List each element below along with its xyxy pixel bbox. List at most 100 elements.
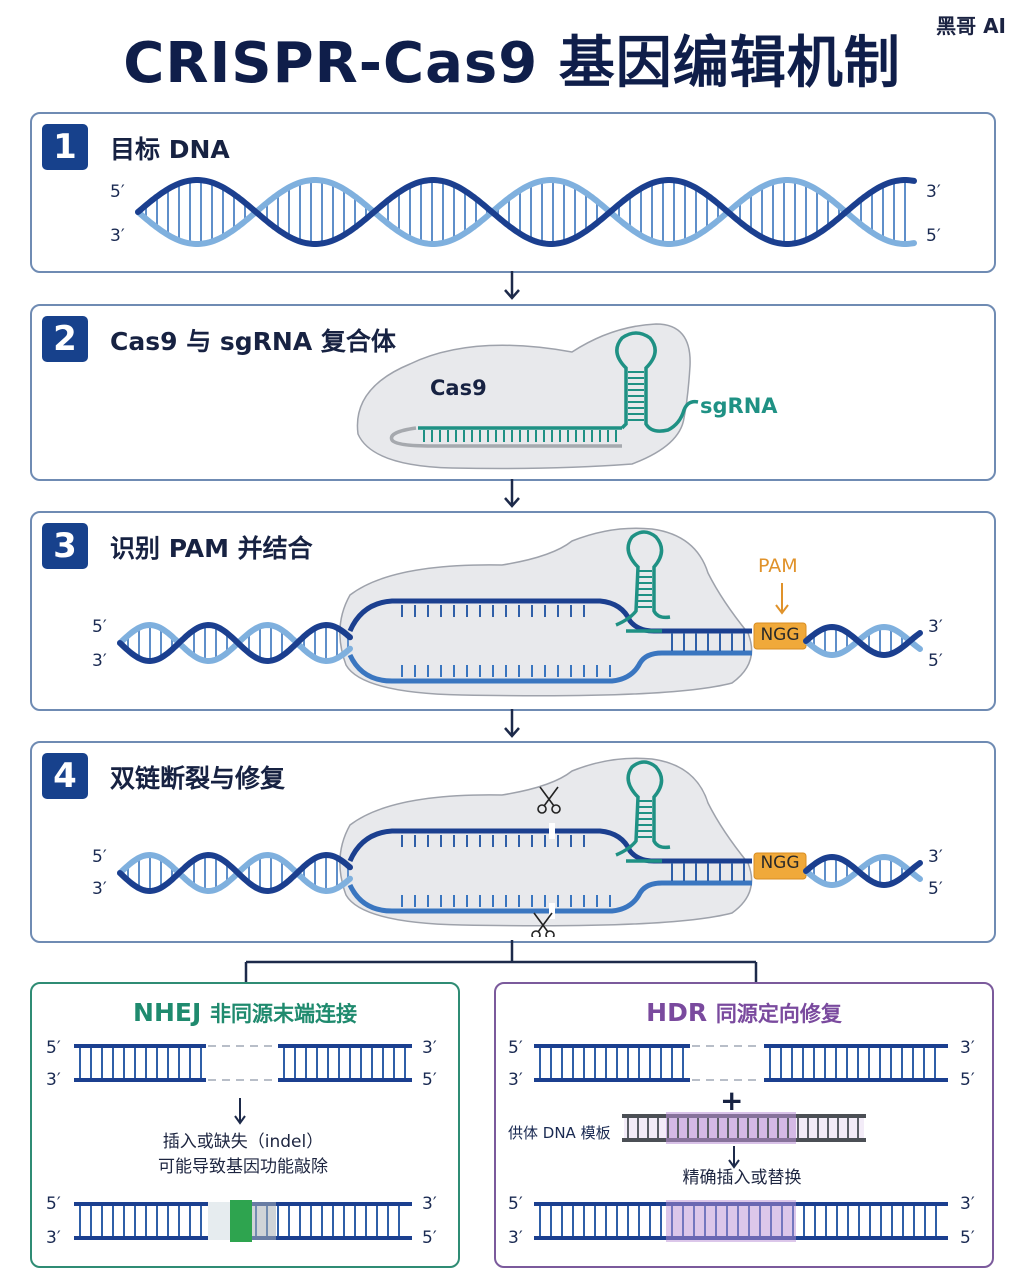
target-strand-top — [347, 598, 752, 634]
double-strand-break-diagram — [117, 757, 923, 937]
dna-strand-dark — [803, 623, 923, 659]
hdr-fullname: 同源定向修复 — [715, 1002, 842, 1026]
scissors-blade — [543, 786, 559, 807]
label-5prime: 5′ — [926, 226, 941, 246]
nhej-note-line2: 可能导致基因功能敲除 — [158, 1157, 328, 1177]
dna-helix-diagram — [135, 177, 917, 247]
donor-template-label: 供体 DNA 模板 — [508, 1124, 611, 1142]
step-badge-1: 1 — [42, 124, 88, 170]
scissors-blade — [537, 912, 553, 933]
pam-ngg-box — [753, 852, 807, 880]
label-5prime: 5′ — [46, 1194, 61, 1214]
branch-connector — [244, 940, 758, 982]
dna-strand-dark — [117, 621, 353, 665]
label-5prime: 5′ — [928, 879, 943, 899]
step-title-1: 目标 DNA — [110, 135, 230, 164]
scissors-blade — [533, 912, 549, 933]
indel-fade — [252, 1202, 276, 1240]
hdr-result-label: 精确插入或替换 — [682, 1168, 802, 1188]
label-5prime: 5′ — [928, 651, 943, 671]
label-3prime: 3′ — [422, 1038, 437, 1058]
hdr-diagram — [534, 1044, 948, 1242]
label-3prime: 3′ — [110, 226, 125, 246]
nhej-title: NHEJ 非同源末端连接 — [32, 998, 458, 1028]
nhej-diagram — [74, 1044, 412, 1242]
label-5prime: 5′ — [422, 1228, 437, 1248]
label-5prime: 5′ — [92, 847, 107, 867]
step-badge-3: 3 — [42, 523, 88, 569]
pam-binding-diagram — [117, 527, 923, 697]
panel-step-3: 3 识别 PAM 并结合 5′ 3′ 3′ 5′ PAM NGG — [30, 511, 996, 711]
indel-fade — [208, 1202, 230, 1240]
label-5prime: 5′ — [422, 1070, 437, 1090]
scissors-handle — [551, 804, 561, 814]
page-title: CRISPR-Cas9 基因编辑机制 — [123, 31, 901, 96]
label-5prime: 5′ — [92, 617, 107, 637]
label-5prime: 5′ — [110, 182, 125, 202]
scissors-handle — [531, 930, 541, 937]
pam-ngg-box — [753, 622, 807, 650]
label-3prime: 3′ — [926, 182, 941, 202]
step-title-3: 识别 PAM 并结合 — [110, 534, 313, 563]
label-3prime: 3′ — [92, 879, 107, 899]
scissors-icon — [531, 912, 555, 937]
panel-step-1: 1 目标 DNA 5′ 3′ 3′ 5′ — [30, 112, 996, 273]
sgrna-label: sgRNA — [700, 394, 778, 418]
dna-strand-light — [117, 851, 353, 895]
label-3prime: 3′ — [46, 1070, 61, 1090]
nhej-card: NHEJ 非同源末端连接 5′ 3′ 3′ 5′ 插入或缺失（indel） 可能… — [30, 982, 460, 1268]
label-3prime: 3′ — [928, 847, 943, 867]
dna-strand-light — [135, 177, 917, 247]
nhej-note: 插入或缺失（indel） 可能导致基因功能敲除 — [32, 1130, 454, 1180]
label-5prime: 5′ — [46, 1038, 61, 1058]
pam-arrow-head — [775, 604, 789, 615]
step-title-4: 双链断裂与修复 — [110, 764, 286, 793]
hdr-strands — [534, 1044, 948, 1242]
target-strand-top — [347, 828, 752, 864]
nhej-strands — [74, 1044, 412, 1242]
dna-strand-light — [803, 853, 923, 889]
scissors-blade — [539, 786, 555, 807]
panel-step-2: 2 Cas9 与 sgRNA 复合体 Cas9 sgRNA — [30, 304, 996, 481]
target-strand-bottom — [347, 880, 752, 914]
dna-strand-light — [117, 621, 353, 665]
down-arrow-icon — [728, 1159, 740, 1169]
panel-step-4: 4 双链断裂与修复 5′ 3′ 3′ 5′ NGG — [30, 741, 996, 943]
hdr-abbr: HDR — [646, 998, 708, 1027]
label-5prime: 5′ — [508, 1194, 523, 1214]
plus-sign: + — [720, 1084, 744, 1117]
label-3prime: 3′ — [960, 1194, 975, 1214]
sgrna-base-pairs — [423, 430, 617, 442]
label-3prime: 3′ — [928, 617, 943, 637]
label-5prime: 5′ — [960, 1070, 975, 1090]
label-3prime: 3′ — [508, 1228, 523, 1248]
pam-label: PAM — [758, 555, 798, 577]
cas9-sgrna-diagram — [356, 323, 699, 470]
indel-mark — [230, 1200, 252, 1242]
ngg-label: NGG — [760, 625, 800, 645]
hdr-title: HDR 同源定向修复 — [496, 998, 992, 1028]
label-3prime: 3′ — [422, 1194, 437, 1214]
dna-strand-dark — [117, 851, 353, 895]
nhej-note-line1: 插入或缺失（indel） — [162, 1132, 324, 1152]
sgrna-hairpin — [615, 530, 671, 627]
label-3prime: 3′ — [46, 1228, 61, 1248]
hdr-card: HDR 同源定向修复 5′ 3′ 3′ 5′ + 供体 DNA 模板 精确插入或… — [494, 982, 994, 1268]
bound-complex-graphic — [117, 527, 923, 697]
hairpin-rungs — [628, 371, 644, 421]
scissors-icon — [537, 786, 561, 814]
down-arrow-icon — [234, 1115, 246, 1125]
dna-strand-dark — [803, 853, 923, 889]
down-arrow-icon — [504, 709, 520, 738]
scissors-handle — [545, 930, 555, 937]
label-5prime: 5′ — [960, 1228, 975, 1248]
cut-complex-graphic — [117, 757, 923, 937]
sgrna-hairpin — [615, 760, 671, 857]
nhej-abbr: NHEJ — [133, 998, 202, 1027]
nhej-fullname: 非同源末端连接 — [209, 1002, 357, 1026]
scissors-handle — [537, 804, 547, 814]
dna-double-helix — [135, 177, 917, 247]
inserted-sequence — [666, 1200, 796, 1242]
label-3prime: 3′ — [92, 651, 107, 671]
label-3prime: 3′ — [508, 1070, 523, 1090]
